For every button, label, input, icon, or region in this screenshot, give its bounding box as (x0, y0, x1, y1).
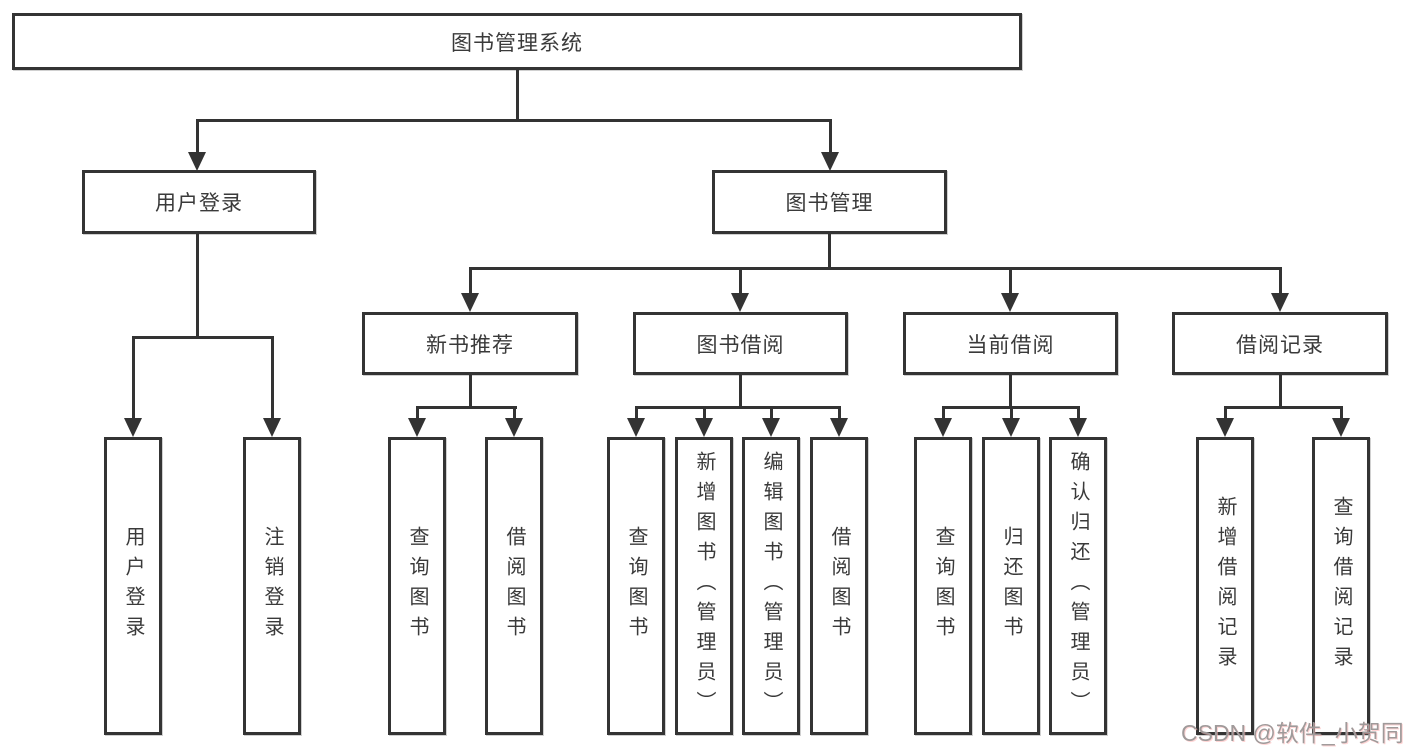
connector-line (770, 406, 773, 419)
leaf-label: 新增图书（管理员） (693, 451, 715, 721)
node-label: 图书借阅 (696, 333, 785, 357)
connector-line (416, 406, 419, 419)
leaf-label: 借阅图书 (828, 526, 850, 646)
arrowhead-icon (762, 418, 780, 437)
connector-line (1279, 375, 1282, 409)
arrowhead-icon (408, 418, 426, 437)
arrowhead-icon (1332, 418, 1350, 437)
connector-line (1224, 406, 1227, 419)
leaf-current-query-books: 查询图书 (914, 437, 972, 735)
node-book-management: 图书管理 (712, 170, 947, 234)
leaf-logout: 注销登录 (243, 437, 301, 735)
connector-line (1077, 406, 1080, 419)
connector-line (1009, 375, 1012, 409)
node-label: 图书管理系统 (451, 31, 583, 55)
connector-line (829, 119, 832, 153)
arrowhead-icon (461, 293, 479, 312)
leaf-add-books-admin: 新增图书（管理员） (675, 437, 733, 735)
leaf-label: 归还图书 (1000, 526, 1022, 646)
arrowhead-icon (731, 293, 749, 312)
arrowhead-icon (1271, 293, 1289, 312)
leaf-add-borrow-record: 新增借阅记录 (1196, 437, 1254, 735)
leaf-label: 确认归还（管理员） (1067, 451, 1089, 721)
arrowhead-icon (1216, 418, 1234, 437)
arrowhead-icon (1002, 418, 1020, 437)
connector-line (196, 119, 199, 153)
connector-line (739, 267, 742, 294)
leaf-label: 注销登录 (261, 526, 283, 646)
node-borrow-records: 借阅记录 (1172, 312, 1388, 375)
leaf-query-borrow-record: 查询借阅记录 (1312, 437, 1370, 735)
connector-line (1009, 267, 1012, 294)
connector-line (196, 119, 832, 122)
node-label: 图书管理 (785, 192, 874, 215)
leaf-label: 查询借阅记录 (1330, 496, 1352, 676)
connector-line (1340, 406, 1343, 419)
csdn-watermark: CSDN @软件_小贺同学 (1181, 720, 1405, 746)
connector-line (703, 406, 706, 419)
leaf-label: 查询图书 (625, 526, 647, 646)
leaf-borrow-books: 借阅图书 (810, 437, 868, 735)
leaf-label: 查询图书 (406, 526, 428, 646)
node-label: 用户登录 (155, 192, 243, 215)
node-user-login: 用户登录 (82, 170, 316, 234)
connector-line (271, 336, 274, 419)
leaf-label: 用户登录 (122, 526, 144, 646)
arrowhead-icon (821, 152, 839, 171)
arrowhead-icon (124, 418, 142, 437)
connector-line (942, 406, 945, 419)
arrowhead-icon (263, 418, 281, 437)
connector-line (1010, 406, 1013, 419)
leaf-edit-books-admin: 编辑图书（管理员） (742, 437, 800, 735)
arrowhead-icon (830, 418, 848, 437)
connector-line (739, 375, 742, 409)
connector-line (469, 267, 472, 294)
connector-line (1279, 267, 1282, 294)
node-book-borrow: 图书借阅 (633, 312, 848, 375)
node-label: 当前借阅 (966, 333, 1055, 357)
connector-line (838, 406, 841, 419)
connector-line (132, 336, 135, 419)
arrowhead-icon (934, 418, 952, 437)
leaf-recommend-query-books: 查询图书 (388, 437, 446, 735)
node-label: 新书推荐 (426, 333, 514, 357)
connector-line (516, 70, 519, 122)
leaf-recommend-borrow-books: 借阅图书 (485, 437, 543, 735)
arrowhead-icon (695, 418, 713, 437)
node-library-system: 图书管理系统 (12, 13, 1022, 70)
arrowhead-icon (1001, 293, 1019, 312)
leaf-confirm-return-admin: 确认归还（管理员） (1049, 437, 1107, 735)
connector-line (513, 406, 516, 419)
leaf-return-books: 归还图书 (982, 437, 1040, 735)
arrowhead-icon (1069, 418, 1087, 437)
leaf-user-login: 用户登录 (104, 437, 162, 735)
connector-line (469, 267, 1282, 270)
connector-line (828, 234, 831, 270)
arrowhead-icon (627, 418, 645, 437)
arrowhead-icon (188, 152, 206, 171)
node-current-borrow: 当前借阅 (903, 312, 1118, 375)
leaf-label: 借阅图书 (503, 526, 525, 646)
arrowhead-icon (505, 418, 523, 437)
connector-line (469, 375, 472, 409)
leaf-label: 查询图书 (932, 526, 954, 646)
leaf-label: 编辑图书（管理员） (760, 451, 782, 721)
leaf-label: 新增借阅记录 (1214, 496, 1236, 676)
connector-line (416, 406, 517, 409)
connector-line (635, 406, 638, 419)
connector-line (1224, 406, 1343, 409)
leaf-borrow-query-books: 查询图书 (607, 437, 665, 735)
connector-line (196, 234, 199, 339)
node-new-book-recommend: 新书推荐 (362, 312, 578, 375)
connector-line (635, 406, 841, 409)
connector-line (132, 336, 274, 339)
node-label: 借阅记录 (1236, 333, 1324, 357)
